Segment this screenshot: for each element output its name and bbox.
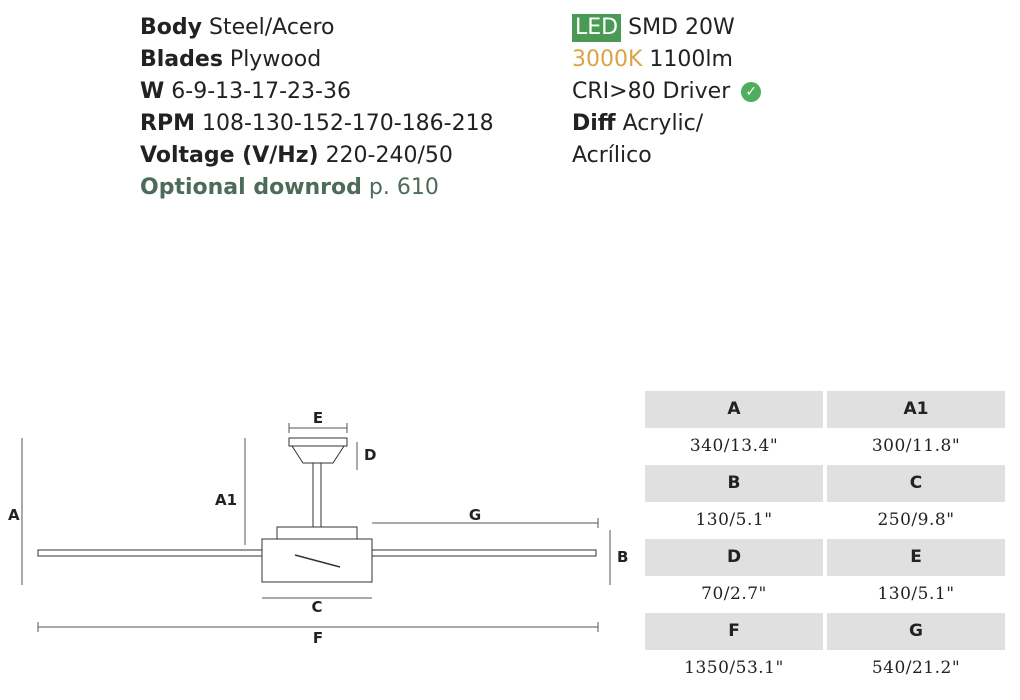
table-header-cell: A1 <box>827 391 1005 428</box>
spec-voltage: Voltage (V/Hz) 220-240/50 <box>140 140 494 172</box>
spec-key: W <box>140 79 165 104</box>
downrod <box>312 462 322 528</box>
table-row: 70/2.7" 130/5.1" <box>645 576 1007 613</box>
label-a: A <box>8 506 20 524</box>
table-cell: 130/5.1" <box>695 510 773 530</box>
table-header-row: B C <box>645 465 1007 502</box>
table-row: 1350/53.1" 540/21.2" <box>645 650 1007 687</box>
spec-driver: CRI>80 Driver ✓ <box>572 76 762 108</box>
spec-color-temp: 3000K 1100lm <box>572 44 761 76</box>
spec-key: Voltage (V/Hz) <box>140 143 319 168</box>
table-cell: 1350/53.1" <box>684 658 784 678</box>
color-temp: 3000K <box>572 47 643 72</box>
motor-top <box>276 526 358 540</box>
table-row: 340/13.4" 300/11.8" <box>645 428 1007 465</box>
table-header-row: F G <box>645 613 1007 650</box>
led-badge: LED <box>572 14 622 42</box>
spec-key: Blades <box>140 47 223 72</box>
table-header-row: D E <box>645 539 1007 576</box>
table-cell: 250/9.8" <box>877 510 955 530</box>
spec-value: 6-9-13-17-23-36 <box>171 79 351 104</box>
table-header-cell: A <box>645 391 823 428</box>
label-f: F <box>313 629 323 647</box>
table-cell: 340/13.4" <box>689 436 779 456</box>
table-header-cell: B <box>645 465 823 502</box>
canopy-top <box>288 437 348 447</box>
canopy-body <box>291 445 345 464</box>
spec-watts: W 6-9-13-17-23-36 <box>140 76 494 108</box>
table-cell: 70/2.7" <box>701 584 767 604</box>
lumens: 1100lm <box>649 47 733 72</box>
table-row: 130/5.1" 250/9.8" <box>645 502 1007 539</box>
table-cell: 540/21.2" <box>871 658 961 678</box>
spec-key: Body <box>140 15 202 40</box>
spec-diff-2: Acrílico <box>572 140 761 172</box>
motor-housing <box>261 538 373 583</box>
blade-right <box>371 549 597 557</box>
label-e: E <box>313 409 323 427</box>
fan-dimension-diagram: E D A A1 G B C F <box>8 409 628 647</box>
label-a1: A1 <box>215 491 237 509</box>
label-g: G <box>469 506 481 524</box>
specs-right: LED SMD 20W 3000K 1100lm CRI>80 Driver ✓… <box>572 12 762 172</box>
label-c: C <box>311 598 322 616</box>
diff-key: Diff <box>572 111 616 136</box>
blade-left <box>37 549 263 557</box>
table-cell: 130/5.1" <box>877 584 955 604</box>
led-value: SMD 20W <box>628 15 735 40</box>
table-cell: 300/11.8" <box>871 436 961 456</box>
table-header-cell: C <box>827 465 1005 502</box>
spec-value: 108-130-152-170-186-218 <box>201 111 494 136</box>
driver-text: CRI>80 Driver <box>572 79 731 104</box>
spec-optional-downrod: Optional downrod p. 610 <box>140 172 494 204</box>
table-header-cell: F <box>645 613 823 650</box>
spec-blades: Blades Plywood <box>140 44 494 76</box>
spec-led: LED SMD 20W <box>572 12 761 44</box>
spec-value: p. 610 <box>368 175 439 200</box>
spec-value: Plywood <box>229 47 322 72</box>
spec-key: Optional downrod <box>140 175 362 200</box>
table-header-cell: E <box>827 539 1005 576</box>
table-header-row: A A1 <box>645 391 1007 428</box>
diff-value-2: Acrílico <box>572 143 652 168</box>
table-header-cell: G <box>827 613 1005 650</box>
specs-left: Body Steel/Acero Blades Plywood W 6-9-13… <box>140 12 494 204</box>
label-b: B <box>617 548 628 566</box>
label-d: D <box>364 446 376 464</box>
dimensions-table: A A1 340/13.4" 300/11.8" B C 130/5.1" 25… <box>645 391 1007 687</box>
check-circle-icon: ✓ <box>741 82 762 102</box>
spec-body: Body Steel/Acero <box>140 12 494 44</box>
table-header-cell: D <box>645 539 823 576</box>
spec-value: Steel/Acero <box>208 15 335 40</box>
spec-diff: Diff Acrylic/ <box>572 108 761 140</box>
spec-value: 220-240/50 <box>325 143 453 168</box>
motor-switch <box>294 554 341 568</box>
diff-value: Acrylic/ <box>622 111 704 136</box>
spec-rpm: RPM 108-130-152-170-186-218 <box>140 108 494 140</box>
spec-key: RPM <box>140 111 195 136</box>
